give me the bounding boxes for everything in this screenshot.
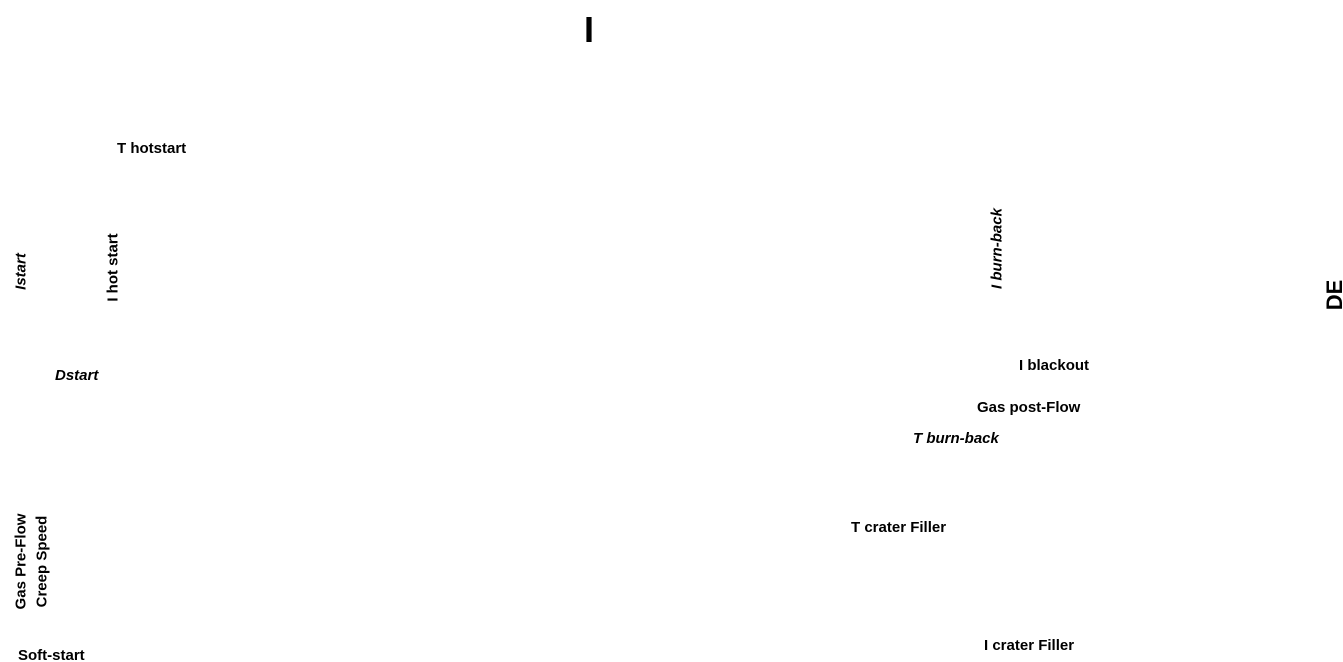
t-crater-filler-label: T crater Filler xyxy=(851,519,947,536)
i-blackout-label: I blackout xyxy=(1019,357,1090,374)
i-burn-back-label: I burn-back xyxy=(988,208,1006,289)
gas-pre-flow-label: Gas Pre-Flow xyxy=(12,513,30,610)
soft-start-label: Soft-start xyxy=(18,647,85,662)
current-axis-title: I xyxy=(584,9,595,50)
de-side-label: DE xyxy=(1322,279,1343,311)
i-start-label: Istart xyxy=(12,253,30,290)
i-hot-start-label: I hot start xyxy=(104,233,122,302)
gas-post-flow-label: Gas post-Flow xyxy=(977,399,1081,416)
creep-speed-label: Creep Speed xyxy=(33,515,51,608)
i-crater-filler-label: I crater Filler xyxy=(984,637,1075,654)
d-start-label: Dstart xyxy=(55,367,99,384)
t-burn-back-label: T burn-back xyxy=(913,430,999,447)
t-hotstart-label: T hotstart xyxy=(117,140,187,157)
